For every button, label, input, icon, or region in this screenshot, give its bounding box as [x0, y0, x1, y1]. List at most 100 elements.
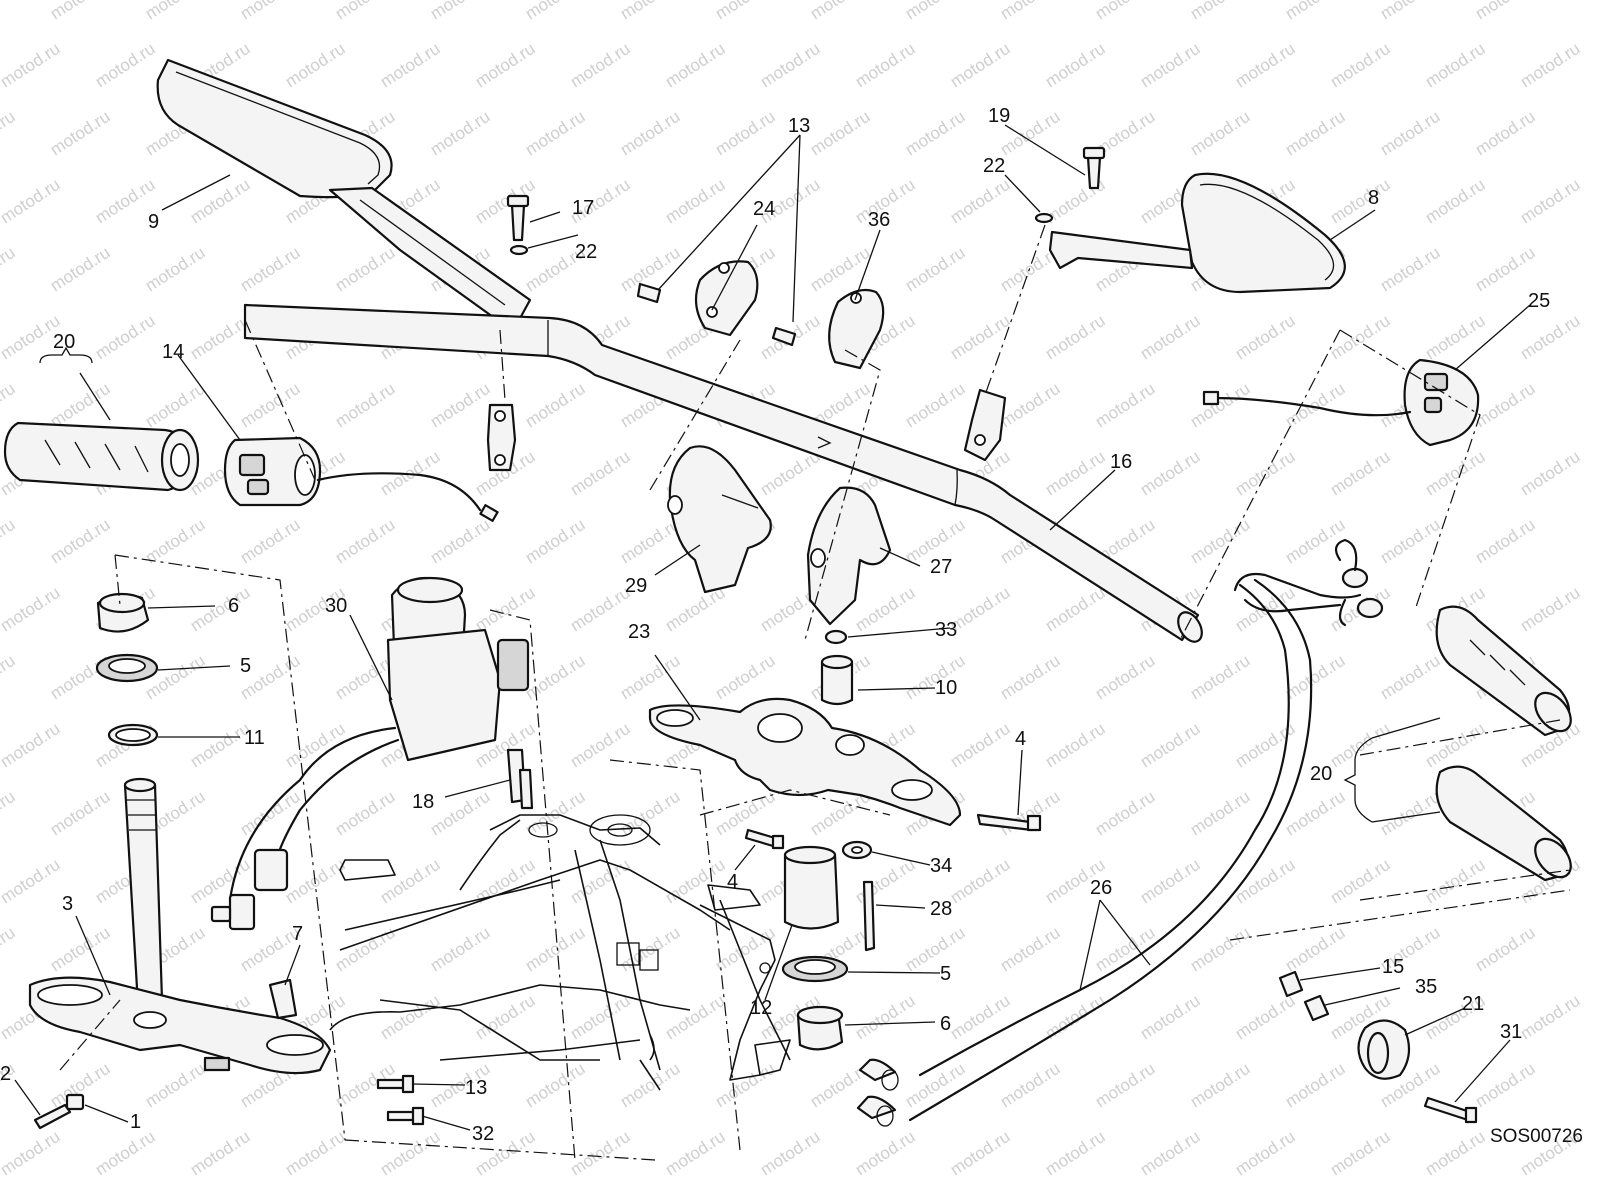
watermark-text: motod.ru [1137, 1127, 1204, 1179]
watermark-text: motod.ru [852, 1127, 919, 1179]
watermark-text: motod.ru [1422, 719, 1489, 771]
watermark-text: motod.ru [1377, 515, 1444, 567]
watermark-text: motod.ru [1042, 311, 1109, 363]
watermark-text: motod.ru [567, 855, 634, 907]
stem-spacer [820, 629, 854, 706]
watermark-text: motod.ru [947, 39, 1014, 91]
watermark-text: motod.ru [997, 651, 1064, 703]
watermark-layer: motod.ru motod.ru motod.ru motod.ru motod.ru… [0, 0, 1583, 1179]
watermark-text: motod.ru [1137, 311, 1204, 363]
watermark-text: motod.ru [377, 991, 444, 1043]
watermark-text: motod.ru [757, 1127, 824, 1179]
watermark-text: motod.ru [1517, 311, 1584, 363]
watermark-text: motod.ru [947, 719, 1014, 771]
watermark-text: motod.ru [567, 447, 634, 499]
watermark-text: motod.ru [997, 0, 1064, 23]
watermark-text: motod.ru [1472, 515, 1539, 567]
bearing-top [96, 592, 150, 633]
watermark-text: motod.ru [1377, 243, 1444, 295]
watermark-text: motod.ru [332, 379, 399, 431]
left-lever-clamp [486, 403, 517, 472]
watermark-text: motod.ru [0, 855, 63, 907]
callout-18: 18 [412, 791, 434, 813]
watermark-text: motod.ru [902, 0, 969, 23]
clamp-cap-right [771, 288, 885, 370]
watermark-text: motod.ru [1327, 447, 1394, 499]
watermark-text: motod.ru [902, 923, 969, 975]
watermark-text: motod.ru [47, 787, 114, 839]
watermark-text: motod.ru [427, 515, 494, 567]
upper-triple-clamp [648, 697, 962, 827]
watermark-text: motod.ru [427, 923, 494, 975]
bar-end-weight [1278, 970, 1478, 1124]
callout-10: 10 [935, 677, 957, 699]
watermark-text: motod.ru [1282, 107, 1349, 159]
watermark-text: motod.ru [712, 651, 779, 703]
callout-35: 35 [1415, 976, 1437, 998]
callout-20b: 20 [1310, 763, 1332, 785]
callout-27: 27 [930, 556, 952, 578]
watermark-text: motod.ru [0, 39, 63, 91]
watermark-text: motod.ru [1472, 1059, 1539, 1111]
left-switch [223, 436, 499, 522]
bolt-28 [862, 880, 876, 952]
watermark-text: motod.ru [1092, 787, 1159, 839]
steering-nut-12 [783, 845, 840, 930]
watermark-text: motod.ru [0, 243, 18, 295]
watermark-text: motod.ru [712, 923, 779, 975]
watermark-text: motod.ru [0, 107, 18, 159]
watermark-text: motod.ru [852, 991, 919, 1043]
callout-7: 7 [292, 923, 303, 945]
watermark-text: motod.ru [902, 379, 969, 431]
watermark-text: motod.ru [92, 1127, 159, 1179]
left-mirror [156, 58, 532, 324]
watermark-text: motod.ru [47, 379, 114, 431]
callout-5b: 5 [940, 963, 951, 985]
watermark-text: motod.ru [1232, 855, 1299, 907]
callout-32: 32 [472, 1123, 494, 1145]
seal-top [95, 653, 159, 683]
callout-6b: 6 [940, 1013, 951, 1035]
watermark-text: motod.ru [0, 719, 63, 771]
callout-4b: 4 [727, 871, 738, 893]
right-grip-alt [1435, 765, 1572, 882]
watermark-text: motod.ru [1187, 1059, 1254, 1111]
callout-2: 2 [0, 1063, 11, 1085]
watermark-text: motod.ru [1137, 447, 1204, 499]
callout-11: 11 [244, 727, 265, 749]
watermark-text: motod.ru [1517, 175, 1584, 227]
watermark-text: motod.ru [1422, 447, 1489, 499]
callout-21: 21 [1462, 993, 1484, 1015]
callout-1: 1 [130, 1111, 141, 1133]
watermark-text: motod.ru [1042, 447, 1109, 499]
watermark-text: motod.ru [1517, 39, 1584, 91]
steering-stem [123, 777, 164, 1007]
watermark-text: motod.ru [1422, 855, 1489, 907]
callout-17: 17 [572, 197, 594, 219]
watermark-text: motod.ru [1137, 855, 1204, 907]
watermark-text: motod.ru [1232, 311, 1299, 363]
watermark-text: motod.ru [997, 923, 1064, 975]
callout-25: 25 [1528, 290, 1550, 312]
watermark-text: motod.ru [427, 107, 494, 159]
watermark-text: motod.ru [92, 39, 159, 91]
watermark-text: motod.ru [662, 39, 729, 91]
watermark-text: motod.ru [947, 175, 1014, 227]
watermark-text: motod.ru [0, 651, 18, 703]
watermark-text: motod.ru [1472, 0, 1539, 23]
watermark-text: motod.ru [522, 1059, 589, 1111]
watermark-text: motod.ru [1187, 787, 1254, 839]
watermark-text: motod.ru [1377, 651, 1444, 703]
watermark-text: motod.ru [567, 991, 634, 1043]
watermark-text: motod.ru [1042, 39, 1109, 91]
watermark-text: motod.ru [1327, 719, 1394, 771]
watermark-text: motod.ru [1187, 515, 1254, 567]
handlebar [243, 303, 1203, 643]
watermark-text: motod.ru [1282, 379, 1349, 431]
callout-3: 3 [62, 893, 73, 915]
callout-9: 9 [148, 211, 159, 233]
watermark-text: motod.ru [1472, 379, 1539, 431]
watermark-text: motod.ru [1232, 39, 1299, 91]
